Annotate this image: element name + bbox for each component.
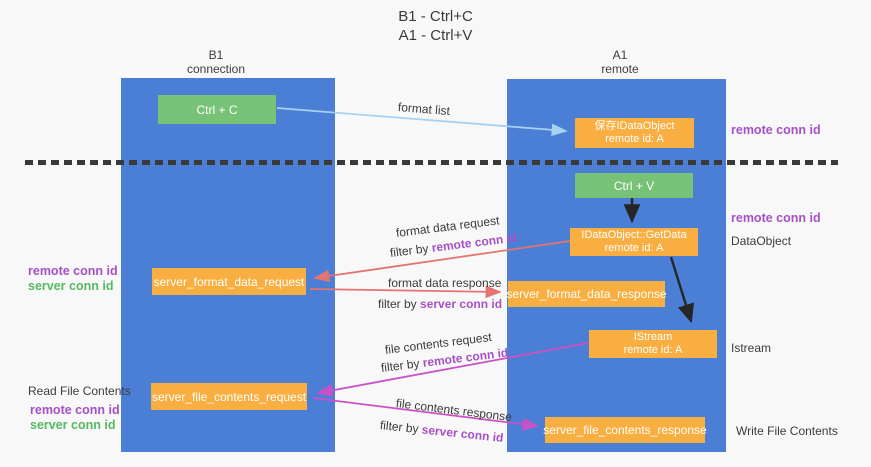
filter-by-text: filter by <box>389 241 430 260</box>
left-remote-conn-id-bottom-label: remote conn id <box>30 403 120 417</box>
right-column-header: A1 remote <box>560 48 680 76</box>
filter-by-text: filter by <box>380 356 421 375</box>
dataobject-label: DataObject <box>731 234 792 248</box>
ctrl-c-box: Ctrl + C <box>158 95 276 124</box>
read-file-contents-label: Read File Contents <box>28 384 131 398</box>
filter-by-server-conn-id-label-mid: filter by server conn id <box>378 297 502 311</box>
server-conn-id-text: server conn id <box>420 297 503 311</box>
save-idataobject-line1: 保存IDataObject <box>594 120 675 132</box>
server-file-contents-request-box: server_file_contents_request <box>151 383 307 410</box>
right-header-line2: remote <box>601 62 639 76</box>
server-format-data-response-box: server_format_data_response <box>506 281 667 307</box>
filter-by-text: filter by <box>378 297 417 311</box>
istream-line2: remote id: A <box>623 344 683 356</box>
idataobject-getdata-line1: IDataObject::GetData <box>581 229 687 241</box>
title-line2: A1 - Ctrl+V <box>398 27 473 44</box>
format-list-label: format list <box>397 100 451 119</box>
left-header-line2: connection <box>186 62 246 76</box>
left-server-conn-id-top-label: server conn id <box>28 279 114 293</box>
left-column-header: B1 connection <box>156 48 276 76</box>
right-remote-conn-id-mid-label: remote conn id <box>731 211 821 225</box>
diagram-title: B1 - Ctrl+C A1 - Ctrl+V <box>0 7 871 45</box>
idataobject-getdata-box: IDataObject::GetData remote id: A <box>570 228 698 256</box>
title-line1: B1 - Ctrl+C <box>398 8 473 25</box>
istream-box: IStream remote id: A <box>589 330 717 358</box>
save-idataobject-box: 保存IDataObject remote id: A <box>575 118 694 148</box>
server-format-data-request-box: server_format_data_request <box>152 268 306 295</box>
save-idataobject-line2: remote id: A <box>605 133 664 145</box>
ctrl-v-box: Ctrl + V <box>575 173 693 198</box>
left-header-line1: B1 <box>208 48 224 62</box>
filter-by-text: filter by <box>379 418 420 437</box>
server-conn-id-text: server conn id <box>421 422 505 445</box>
filter-by-server-conn-id-label-bottom: filter by server conn id <box>379 418 504 445</box>
file-contents-response-label: file contents response <box>395 396 513 425</box>
right-header-line1: A1 <box>612 48 628 62</box>
write-file-contents-label: Write File Contents <box>736 424 838 438</box>
format-data-response-label: format data response <box>388 276 502 290</box>
right-remote-conn-id-top-label: remote conn id <box>731 123 821 137</box>
idataobject-getdata-line2: remote id: A <box>604 242 664 254</box>
left-remote-conn-id-top-label: remote conn id <box>28 264 118 278</box>
left-server-conn-id-bottom-label: server conn id <box>30 418 116 432</box>
istream-line1: IStream <box>633 331 673 343</box>
dashed-separator-line <box>25 160 838 165</box>
server-file-contents-response-box: server_file_contents_response <box>543 417 707 443</box>
istream-side-label: Istream <box>731 341 772 355</box>
